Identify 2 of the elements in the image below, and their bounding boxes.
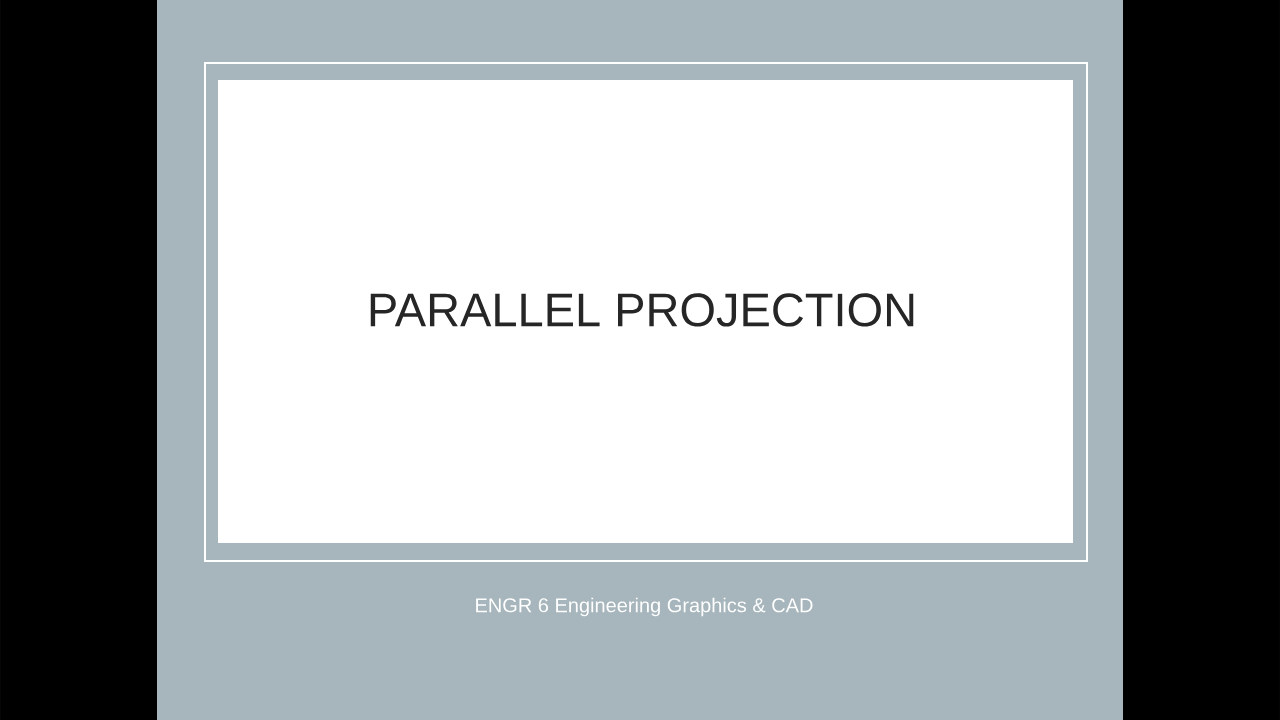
subtitle: ENGR 6 Engineering Graphics & CAD bbox=[476, 597, 813, 617]
title: PARALLEL PROJECTION bbox=[370, 293, 914, 327]
